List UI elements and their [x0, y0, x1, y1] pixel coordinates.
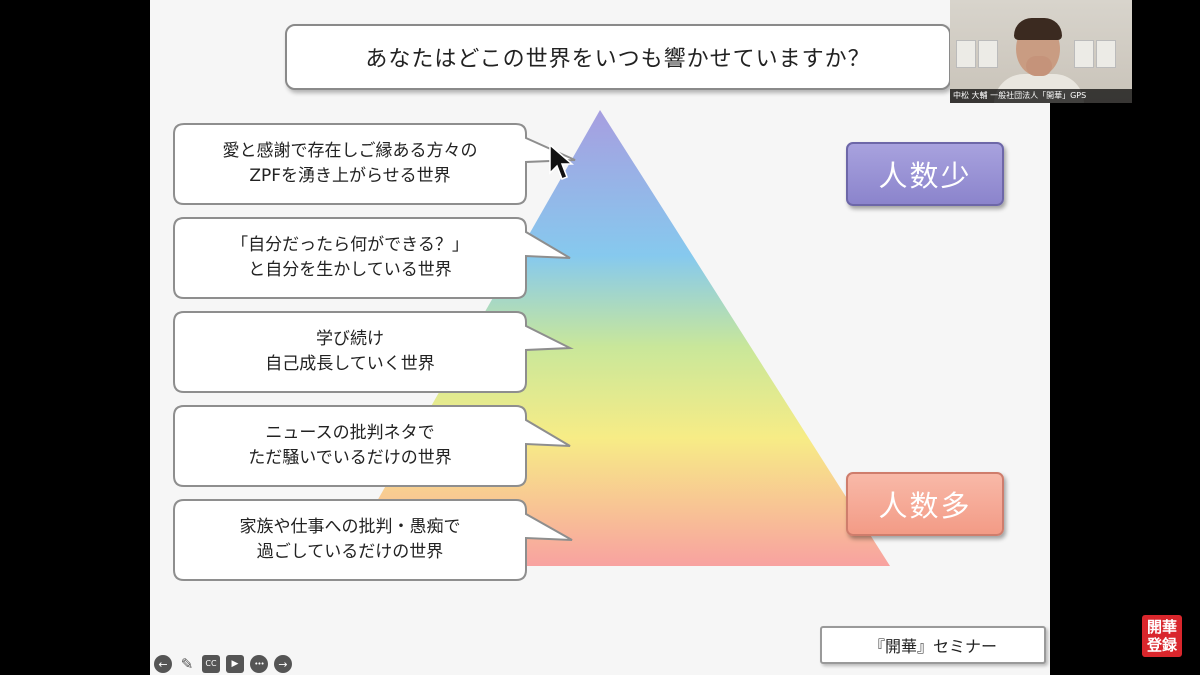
level-5-line-1: 家族や仕事への批判・愚痴で	[239, 517, 461, 537]
presenter-hand	[1026, 56, 1052, 76]
badge-many-people: 人数多	[846, 472, 1004, 536]
level-4-line-2: ただ騒いでいるだけの世界	[248, 448, 452, 468]
speech-bubble-1	[173, 123, 576, 205]
prev-icon[interactable]: ←	[154, 655, 172, 673]
shelf-item	[1096, 40, 1116, 68]
level-2-line-1: 「自分だったら何ができる？」	[231, 235, 469, 255]
presenter-hair	[1014, 18, 1062, 40]
record-badge: 開華 登録	[1142, 615, 1182, 657]
speech-bubble-5	[173, 499, 573, 581]
webcam-caption: 中松 大輔 一般社団法人「開華」GPS	[950, 89, 1132, 103]
shelf-item	[1074, 40, 1094, 68]
level-5-line-2: 過ごしているだけの世界	[256, 542, 444, 562]
level-4-text: ニュースの批判ネタで ただ騒いでいるだけの世界	[174, 406, 526, 486]
level-3-text: 学び続け 自己成長していく世界	[174, 312, 526, 392]
level-5-text: 家族や仕事への批判・愚痴で 過ごしているだけの世界	[174, 500, 526, 580]
video-icon[interactable]: ▶	[226, 655, 244, 673]
captions-icon[interactable]: CC	[202, 655, 220, 673]
next-icon[interactable]: →	[274, 655, 292, 673]
slideshow-toolbar: ← ✎ CC ▶ ••• →	[154, 654, 292, 674]
shelf-item	[978, 40, 998, 68]
record-badge-line-1: 開華	[1146, 618, 1177, 636]
pen-icon[interactable]: ✎	[180, 654, 194, 673]
level-3-line-2: 自己成長していく世界	[265, 354, 435, 374]
level-1-line-1: 愛と感謝で存在しご縁ある方々の	[222, 141, 478, 161]
level-3-line-1: 学び続け	[316, 329, 384, 349]
level-2-text: 「自分だったら何ができる？」 と自分を生かしている世界	[174, 218, 526, 298]
presentation-slide: あなたはどこの世界をいつも響かせていますか？ 愛と感謝で存在しご縁ある方々の Z…	[150, 0, 1050, 675]
more-icon[interactable]: •••	[250, 655, 268, 673]
mouse-cursor-icon	[549, 143, 574, 180]
record-badge-line-2: 登録	[1146, 636, 1177, 654]
seminar-label: 『開華』セミナー	[820, 626, 1046, 664]
speech-bubble-3	[173, 311, 574, 393]
level-1-text: 愛と感謝で存在しご縁ある方々の ZPFを湧き上がらせる世界	[174, 124, 526, 204]
badge-few-people: 人数少	[846, 142, 1004, 206]
level-1-line-2: ZPFを湧き上がらせる世界	[249, 166, 451, 186]
speech-bubble-4	[173, 405, 571, 487]
bubble-shapes	[173, 123, 576, 581]
speech-bubble-2	[173, 217, 571, 299]
shelf-item	[956, 40, 976, 68]
level-2-line-2: と自分を生かしている世界	[248, 260, 452, 280]
slide-title: あなたはどこの世界をいつも響かせていますか？	[285, 24, 951, 90]
webcam-feed: 中松 大輔 一般社団法人「開華」GPS	[950, 0, 1132, 103]
level-4-line-1: ニュースの批判ネタで	[265, 423, 435, 443]
